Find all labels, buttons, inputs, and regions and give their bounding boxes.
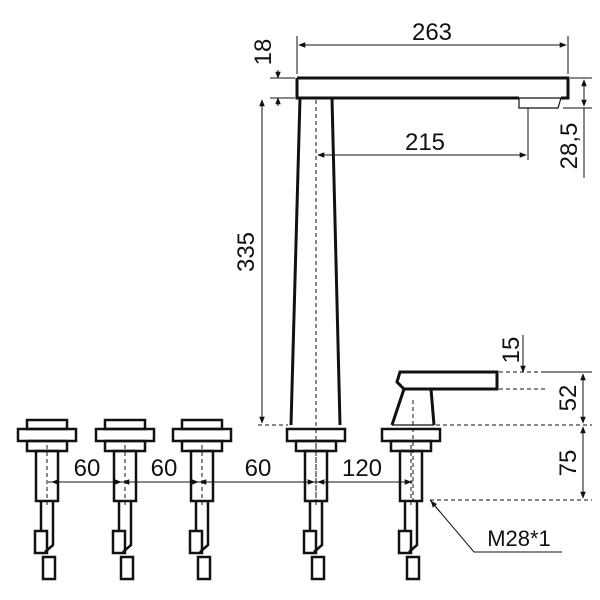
dim-spacing-3: 60 [245,455,272,482]
dim-outlet-height: 28,5 [556,123,583,170]
dim-handle-thickness: 15 [498,337,525,364]
base-unit-4 [285,427,347,581]
dim-spacing-4: 120 [342,455,382,482]
dim-body-height: 75 [555,450,582,477]
base-unit-1 [16,418,78,581]
dim-spacing-2: 60 [151,455,178,482]
base-unit-3 [171,418,233,581]
dim-spacing-1: 60 [74,455,101,482]
mixer-handle [390,370,499,500]
base-unit-5 [380,427,442,581]
dim-handle-height: 52 [555,385,582,412]
base-units [16,418,442,581]
dim-spout-height: 335 [233,232,260,272]
base-unit-2 [94,418,156,581]
dim-overall-reach: 263 [412,19,452,46]
dimension-lines [48,36,592,553]
dim-spout-to-outlet: 215 [405,129,445,156]
dimension-labels: 263 18 215 28,5 335 15 52 75 60 60 60 12… [74,19,583,551]
dim-thread: M28*1 [487,526,551,551]
dim-spout-thickness: 18 [250,39,277,66]
